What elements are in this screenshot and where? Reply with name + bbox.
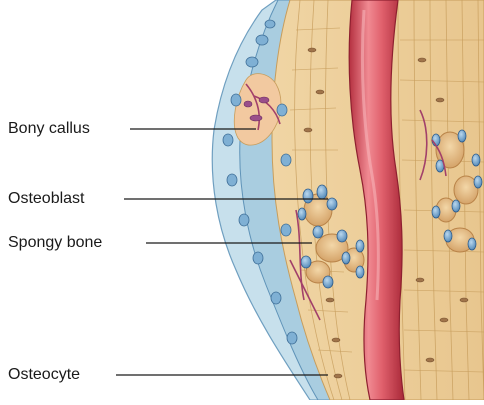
- label-osteoblast: Osteoblast: [8, 190, 84, 208]
- label-osteocyte: Osteocyte: [8, 366, 80, 384]
- label-spongy-bone: Spongy bone: [8, 234, 102, 252]
- label-bony-callus: Bony callus: [8, 120, 90, 138]
